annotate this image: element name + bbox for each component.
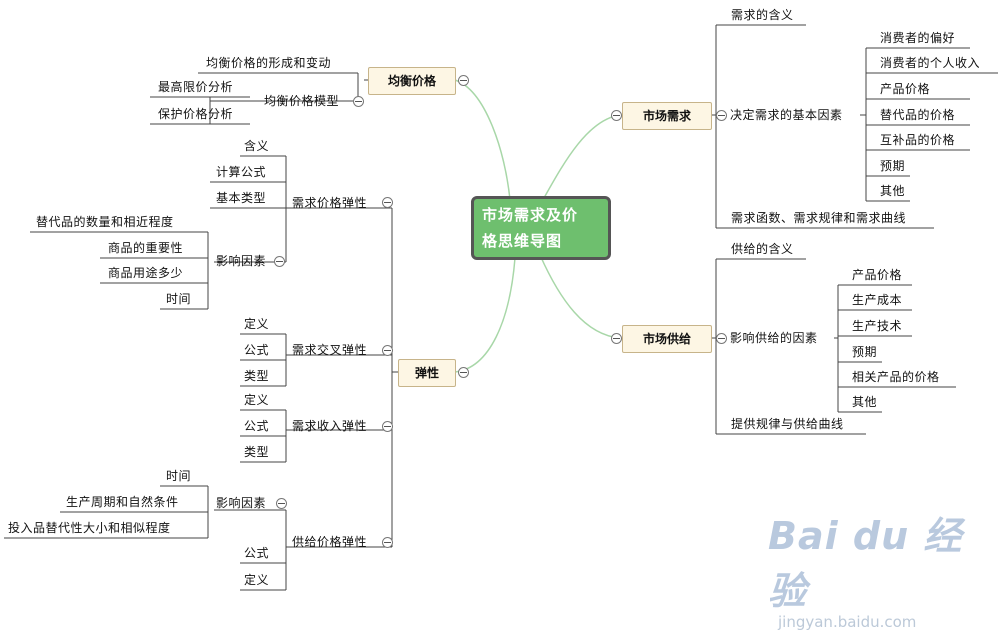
elasticity-price-item[interactable]: 含义 bbox=[244, 139, 270, 153]
supply-factor-elastic-item[interactable]: 投入品替代性大小和相似程度 bbox=[8, 521, 171, 535]
elasticity-price-item[interactable]: 基本类型 bbox=[216, 191, 267, 205]
branch-equilibrium[interactable]: 均衡价格 bbox=[368, 67, 456, 95]
equilibrium-model-item[interactable]: 最高限价分析 bbox=[158, 80, 234, 94]
supply-factors[interactable]: 影响供给的因素 bbox=[730, 331, 818, 345]
link-root-elasticity bbox=[454, 257, 516, 373]
supply-factor-item[interactable]: 生产成本 bbox=[852, 293, 903, 307]
demand-factor-item[interactable]: 消费者的偏好 bbox=[880, 31, 956, 45]
price-factor-item[interactable]: 替代品的数量和相近程度 bbox=[36, 215, 174, 229]
demand-factor-item[interactable]: 产品价格 bbox=[880, 82, 931, 96]
elasticity-price-factors[interactable]: 影响因素 bbox=[216, 254, 267, 268]
collapse-elasticity-price-icon[interactable] bbox=[382, 197, 393, 208]
equilibrium-formation[interactable]: 均衡价格的形成和变动 bbox=[206, 56, 332, 70]
supply-law[interactable]: 提供规律与供给曲线 bbox=[731, 417, 844, 431]
supply-factor-item[interactable]: 生产技术 bbox=[852, 319, 903, 333]
income-item[interactable]: 类型 bbox=[244, 445, 270, 459]
supply-factor-item[interactable]: 其他 bbox=[852, 395, 878, 409]
supply-factor-elastic-item[interactable]: 时间 bbox=[166, 469, 192, 483]
equilibrium-model[interactable]: 均衡价格模型 bbox=[264, 94, 340, 108]
demand-factors[interactable]: 决定需求的基本因素 bbox=[730, 108, 843, 122]
link-root-supply bbox=[539, 254, 621, 339]
collapse-elasticity-income-icon[interactable] bbox=[382, 421, 393, 432]
demand-factor-item[interactable]: 互补品的价格 bbox=[880, 133, 956, 147]
collapse-equilibrium-model-icon[interactable] bbox=[353, 96, 364, 107]
supply-factor-item[interactable]: 预期 bbox=[852, 345, 878, 359]
collapse-supply-factors-elastic-icon[interactable] bbox=[276, 498, 287, 509]
demand-meaning[interactable]: 需求的含义 bbox=[731, 8, 794, 22]
collapse-demand-icon[interactable] bbox=[611, 110, 622, 121]
supply-factor-item[interactable]: 产品价格 bbox=[852, 268, 903, 282]
demand-factor-item[interactable]: 消费者的个人收入 bbox=[880, 56, 981, 70]
collapse-supply-icon[interactable] bbox=[611, 333, 622, 344]
cross-item[interactable]: 类型 bbox=[244, 369, 270, 383]
elasticity-income[interactable]: 需求收入弹性 bbox=[292, 419, 368, 433]
price-factor-item[interactable]: 商品的重要性 bbox=[108, 241, 184, 255]
income-item[interactable]: 公式 bbox=[244, 419, 270, 433]
supply-factor-item[interactable]: 相关产品的价格 bbox=[852, 370, 940, 384]
income-item[interactable]: 定义 bbox=[244, 393, 270, 407]
watermark-brand: Bai du 经验 bbox=[768, 514, 963, 613]
supply-factor-elastic-item[interactable]: 生产周期和自然条件 bbox=[66, 495, 179, 509]
branch-elasticity[interactable]: 弹性 bbox=[398, 359, 456, 387]
supply-elastic-item[interactable]: 定义 bbox=[244, 573, 270, 587]
link-root-equilibrium bbox=[454, 79, 511, 201]
collapse-equilibrium-icon[interactable] bbox=[458, 75, 469, 86]
collapse-elasticity-icon[interactable] bbox=[458, 367, 469, 378]
supply-meaning[interactable]: 供给的含义 bbox=[731, 242, 794, 256]
cross-item[interactable]: 定义 bbox=[244, 317, 270, 331]
price-factor-item[interactable]: 时间 bbox=[166, 292, 192, 306]
supply-elastic-item[interactable]: 公式 bbox=[244, 546, 270, 560]
branch-demand[interactable]: 市场需求 bbox=[622, 102, 712, 130]
elasticity-price[interactable]: 需求价格弹性 bbox=[292, 196, 368, 210]
connector-layer bbox=[4, 24, 998, 591]
mindmap-canvas: 市场需求及价 格思维导图 市场需求 市场供给 均衡价格 弹性 需求的含义 决定需… bbox=[4, 8, 998, 631]
collapse-demand-factors-icon[interactable] bbox=[716, 110, 727, 121]
collapse-supply-factors-icon[interactable] bbox=[716, 333, 727, 344]
watermark-url: jingyan.baidu.com bbox=[778, 613, 917, 631]
collapse-elasticity-supply-icon[interactable] bbox=[382, 537, 393, 548]
baidu-watermark: Bai du 经验 jingyan.baidu.com bbox=[768, 505, 1000, 631]
branch-supply[interactable]: 市场供给 bbox=[622, 325, 712, 353]
demand-factor-item[interactable]: 预期 bbox=[880, 159, 906, 173]
root-node[interactable]: 市场需求及价 格思维导图 bbox=[471, 196, 611, 260]
cross-item[interactable]: 公式 bbox=[244, 343, 270, 357]
elasticity-supply[interactable]: 供给价格弹性 bbox=[292, 535, 368, 549]
price-factor-item[interactable]: 商品用途多少 bbox=[108, 266, 184, 280]
demand-factor-item[interactable]: 替代品的价格 bbox=[880, 108, 956, 122]
root-title-line1: 市场需求及价 bbox=[482, 206, 579, 224]
supply-factors-label[interactable]: 影响因素 bbox=[216, 496, 267, 510]
collapse-price-factors-icon[interactable] bbox=[274, 256, 285, 267]
link-root-demand bbox=[539, 114, 621, 206]
demand-factor-item[interactable]: 其他 bbox=[880, 184, 906, 198]
collapse-elasticity-cross-icon[interactable] bbox=[382, 345, 393, 356]
equilibrium-model-item[interactable]: 保护价格分析 bbox=[158, 107, 234, 121]
demand-function[interactable]: 需求函数、需求规律和需求曲线 bbox=[731, 211, 907, 225]
elasticity-price-item[interactable]: 计算公式 bbox=[216, 165, 267, 179]
elasticity-cross[interactable]: 需求交叉弹性 bbox=[292, 343, 368, 357]
root-title-line2: 格思维导图 bbox=[482, 232, 563, 250]
